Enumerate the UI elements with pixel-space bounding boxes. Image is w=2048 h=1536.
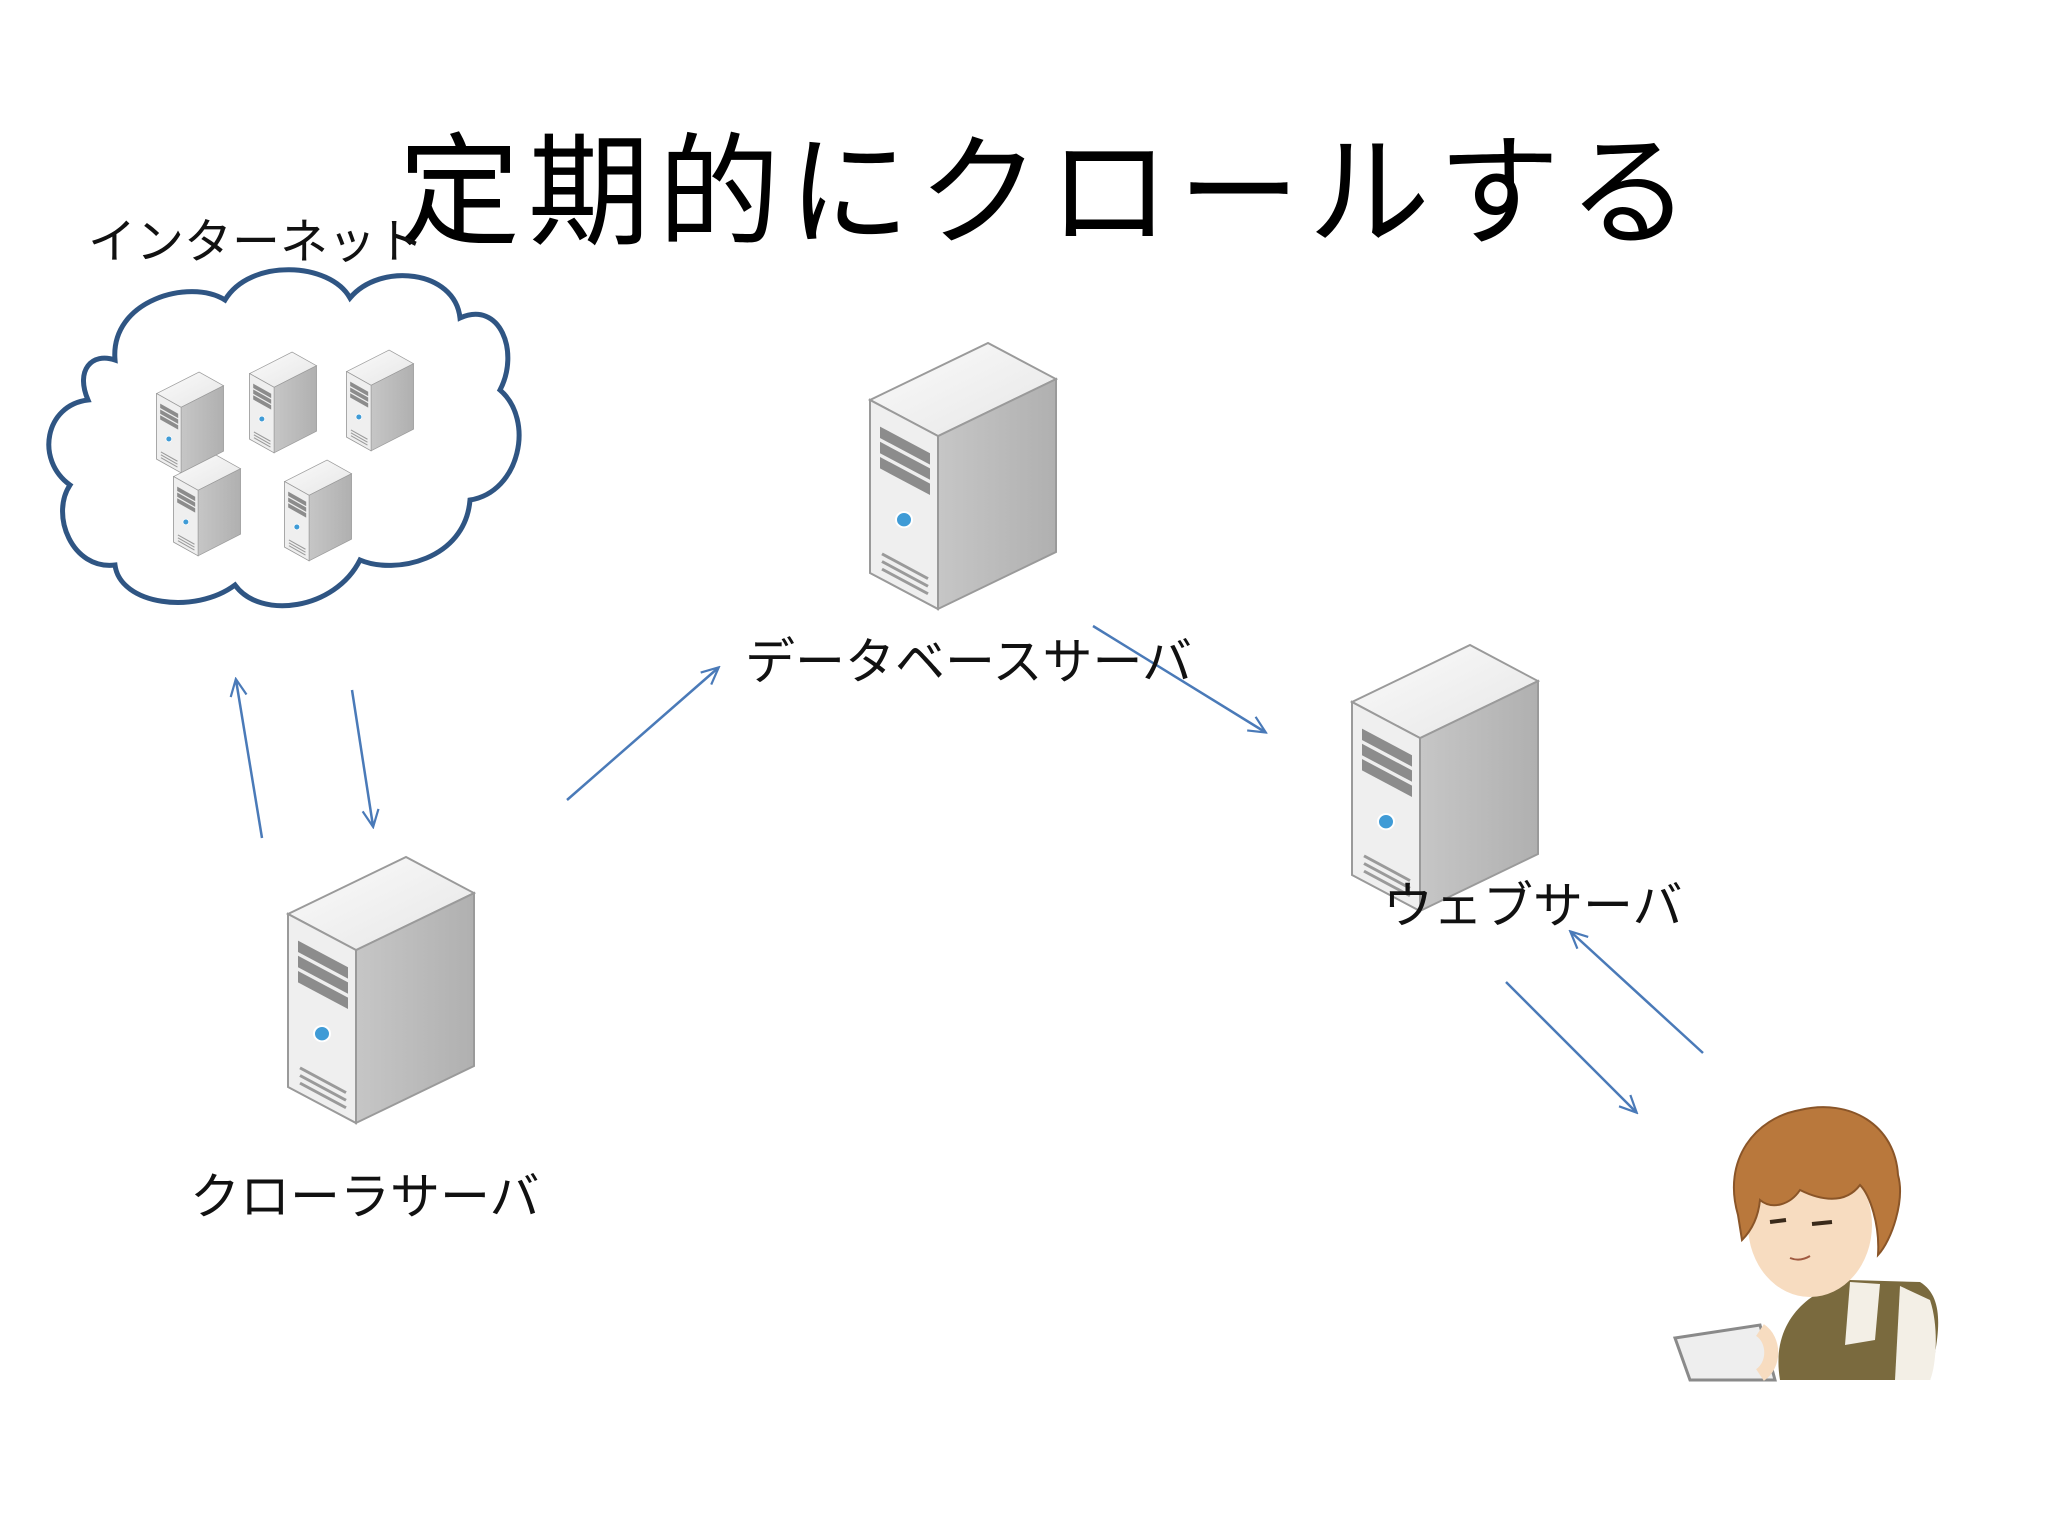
arrow-internet-to-crawler xyxy=(350,689,373,826)
web-server-icon xyxy=(1350,643,1540,913)
cloud-icon xyxy=(46,267,522,609)
database-server-icon xyxy=(868,341,1058,611)
crawler-server-label: クローラサーバ xyxy=(190,1168,540,1226)
arrows xyxy=(236,624,1704,1112)
arrow-crawler-to-database xyxy=(566,668,718,801)
crawler-server-icon xyxy=(286,855,476,1125)
slide-title: 定期的にクロールする xyxy=(398,122,1698,264)
arrow-database-to-web xyxy=(1092,624,1265,732)
user-with-laptop-icon xyxy=(1672,1106,1939,1382)
arrow-user-to-web xyxy=(1571,932,1704,1054)
internet-label: インターネット xyxy=(88,214,425,270)
web-server-label: ウェブサーバ xyxy=(1383,877,1683,935)
arrow-crawler-to-internet xyxy=(236,680,264,839)
database-server-label: データベースサーバ xyxy=(745,633,1192,691)
arrow-web-to-user xyxy=(1505,981,1636,1112)
